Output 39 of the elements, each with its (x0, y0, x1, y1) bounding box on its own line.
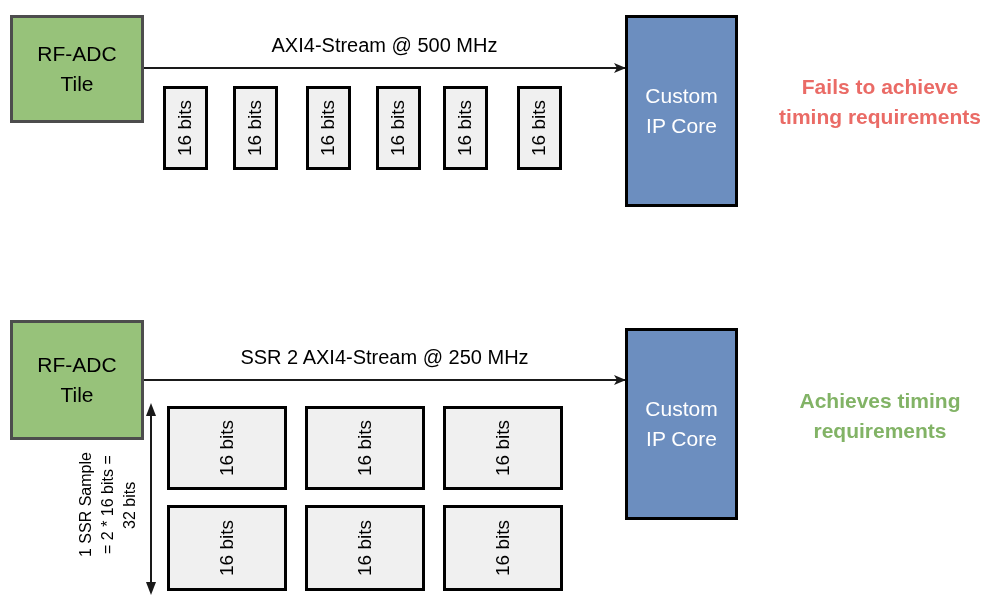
dimension-note: 1 SSR Sample = 2 * 16 bits = 32 bits (76, 451, 139, 560)
process-box (625, 328, 738, 520)
data-word-box (163, 86, 208, 170)
box-label: 16 bits (453, 100, 477, 156)
edge-label: AXI4-Stream @ 500 MHz (271, 33, 498, 58)
box-label: 16 bits (527, 100, 551, 156)
arrow (144, 63, 626, 73)
box-label: 16 bits (490, 420, 514, 476)
data-word-box (167, 505, 287, 591)
data-word-box (376, 86, 421, 170)
box-label: 16 bits (214, 420, 238, 476)
box-label: 16 bits (490, 520, 514, 576)
box-label: 16 bits (386, 100, 410, 156)
arrow (144, 375, 626, 385)
box-label: 16 bits (173, 100, 197, 156)
box-label: Custom IP Core (645, 396, 718, 452)
box-label: RF-ADC Tile (36, 41, 118, 97)
process-box (10, 15, 144, 123)
data-word-box (305, 505, 425, 591)
status-note: Achieves timing requirements (798, 388, 962, 444)
data-word-box (443, 406, 563, 490)
box-label: 16 bits (316, 100, 340, 156)
box-label: Custom IP Core (645, 83, 718, 139)
process-box (10, 320, 144, 440)
data-word-box (167, 406, 287, 490)
box-label: 16 bits (352, 520, 376, 576)
data-word-box (305, 406, 425, 490)
data-word-box (517, 86, 562, 170)
box-label: RF-ADC Tile (36, 352, 118, 408)
status-note: Fails to achieve timing requirements (778, 74, 982, 130)
data-word-box (306, 86, 351, 170)
box-label: 16 bits (243, 100, 267, 156)
data-word-box (233, 86, 278, 170)
process-box (625, 15, 738, 207)
data-word-box (443, 505, 563, 591)
box-label: 16 bits (352, 420, 376, 476)
box-label: 16 bits (214, 520, 238, 576)
data-word-box (443, 86, 488, 170)
edge-label: SSR 2 AXI4-Stream @ 250 MHz (240, 345, 529, 370)
